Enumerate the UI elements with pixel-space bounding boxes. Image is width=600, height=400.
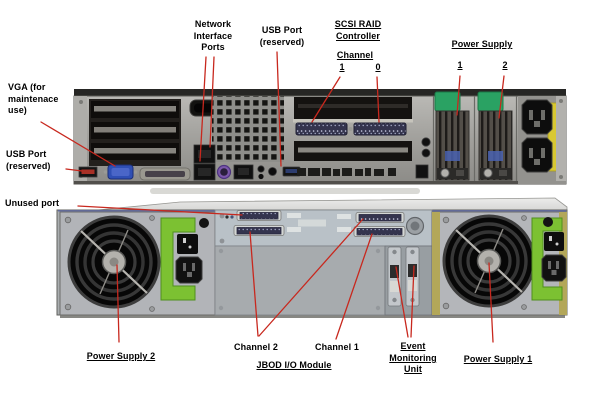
line-power-supply-1-top bbox=[456, 75, 461, 116]
vent-grid bbox=[212, 96, 284, 162]
psu-clip-green bbox=[434, 91, 461, 112]
line-raid-channel-1 bbox=[311, 76, 341, 123]
ac-inlet-psu2 bbox=[175, 256, 203, 284]
label-channel-1: Channel 1 bbox=[315, 342, 359, 352]
label-power-supply-1-num: 1 bbox=[457, 60, 463, 70]
psu2-fan bbox=[66, 214, 162, 310]
line-power-supply-2-top bbox=[498, 75, 505, 119]
power-supply-2-module bbox=[59, 211, 216, 316]
label-channel-0-num: 0 bbox=[375, 62, 381, 72]
ac-inlet-psu1 bbox=[541, 254, 567, 282]
channel-1-connector-upper bbox=[355, 212, 405, 223]
channel-0-connector bbox=[353, 122, 407, 136]
line-network-port-a bbox=[199, 56, 207, 162]
jbod-rear-photo bbox=[56, 197, 568, 318]
usb-port-rear bbox=[78, 166, 98, 178]
power-switch-1 bbox=[544, 232, 564, 251]
event-monitoring-unit bbox=[384, 245, 433, 316]
line-channel-2-b bbox=[258, 218, 364, 337]
ac-inlet-1 bbox=[521, 99, 553, 135]
label-jbod-io-module: JBOD I/O Module bbox=[256, 360, 332, 370]
psu-clip-green bbox=[477, 91, 504, 112]
release-lever-1 bbox=[531, 217, 563, 301]
channel-1-connector bbox=[353, 226, 406, 237]
line-unused-port bbox=[77, 205, 243, 216]
label-usb-port-reserved-top: USB Port (reserved) bbox=[259, 25, 305, 47]
server-rear-photo bbox=[73, 89, 567, 194]
label-power-supply-2-num: 2 bbox=[502, 60, 508, 70]
management-port bbox=[233, 164, 254, 180]
scsi-raid-card bbox=[293, 97, 413, 161]
power-supply-1-module bbox=[431, 211, 568, 316]
line-emu-a bbox=[395, 266, 409, 338]
line-usb-left bbox=[65, 168, 83, 172]
line-power-supply-2-bottom bbox=[116, 264, 120, 343]
unused-port-connector bbox=[236, 210, 282, 221]
line-emu-b bbox=[410, 265, 415, 338]
network-ports bbox=[193, 144, 216, 181]
line-usb-top bbox=[276, 51, 282, 167]
label-channel-2: Channel 2 bbox=[234, 342, 278, 352]
power-switch-2 bbox=[177, 234, 198, 254]
label-vga: VGA (for maintenace use) bbox=[8, 82, 59, 115]
line-power-supply-1-bottom bbox=[488, 262, 494, 343]
parallel-connector bbox=[139, 167, 191, 181]
usb-port-reserved bbox=[282, 166, 301, 177]
ac-inlet-2 bbox=[521, 137, 553, 173]
power-supply-module-2 bbox=[477, 91, 513, 181]
ps2-port bbox=[216, 164, 232, 180]
label-power-supply: Power Supply bbox=[451, 39, 513, 49]
label-unused-port: Unused port bbox=[5, 198, 60, 208]
line-channel-2-a bbox=[249, 231, 259, 337]
label-channel: Channel bbox=[336, 50, 374, 60]
label-event-monitoring-unit: Event Monitoring Unit bbox=[389, 341, 437, 374]
line-channel-1 bbox=[335, 233, 373, 340]
release-lever-2 bbox=[160, 217, 196, 301]
label-power-supply-2: Power Supply 2 bbox=[86, 351, 156, 361]
audio-round-connectors bbox=[257, 165, 277, 180]
ac-inlet-panel bbox=[518, 96, 566, 184]
psu1-knob bbox=[543, 217, 553, 227]
vga-port bbox=[103, 164, 138, 180]
line-network-port-b bbox=[209, 56, 215, 148]
label-network-interface-ports: Network Interface Ports bbox=[193, 19, 233, 52]
psu2-knob bbox=[199, 218, 209, 228]
label-power-supply-1: Power Supply 1 bbox=[463, 354, 533, 364]
label-usb-port-reserved-left: USB Port (reserved) bbox=[6, 149, 51, 171]
power-supply-module-1 bbox=[434, 91, 470, 181]
psu1-fan bbox=[441, 213, 537, 309]
channel-2-connector bbox=[233, 225, 285, 236]
label-channel-1-num: 1 bbox=[339, 62, 345, 72]
line-raid-channel-0 bbox=[376, 76, 380, 123]
expansion-slots bbox=[89, 99, 181, 166]
dip-switch-row bbox=[297, 137, 431, 179]
channel-1-connector bbox=[295, 122, 348, 136]
callout-lines bbox=[40, 51, 505, 343]
shadow bbox=[150, 188, 420, 194]
label-scsi-raid-controller: SCSI RAID Controller bbox=[334, 19, 382, 41]
line-vga bbox=[40, 121, 116, 167]
